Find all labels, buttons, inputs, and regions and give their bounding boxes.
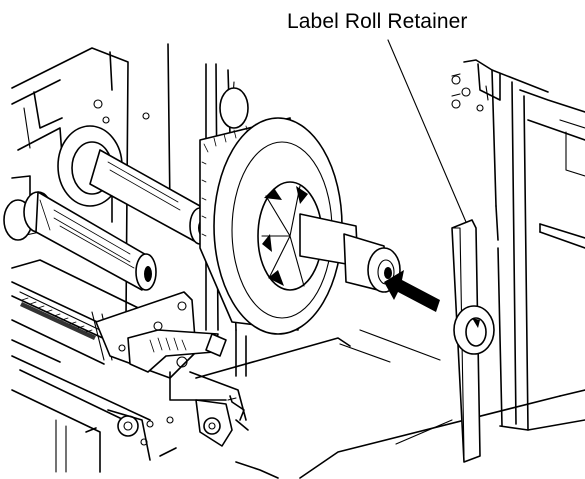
floor-lines	[339, 329, 453, 445]
print-mechanism	[11, 259, 227, 421]
callout-label-roll-retainer: Label Roll Retainer	[287, 10, 468, 33]
printer-door-right	[451, 59, 585, 431]
lower-spindle	[23, 191, 157, 291]
printer-base	[11, 329, 561, 479]
label-roll-retainer	[451, 219, 495, 463]
insertion-arrow	[384, 270, 440, 312]
roll-spindle-shaft	[299, 213, 401, 293]
callout-leader-line	[387, 39, 467, 223]
